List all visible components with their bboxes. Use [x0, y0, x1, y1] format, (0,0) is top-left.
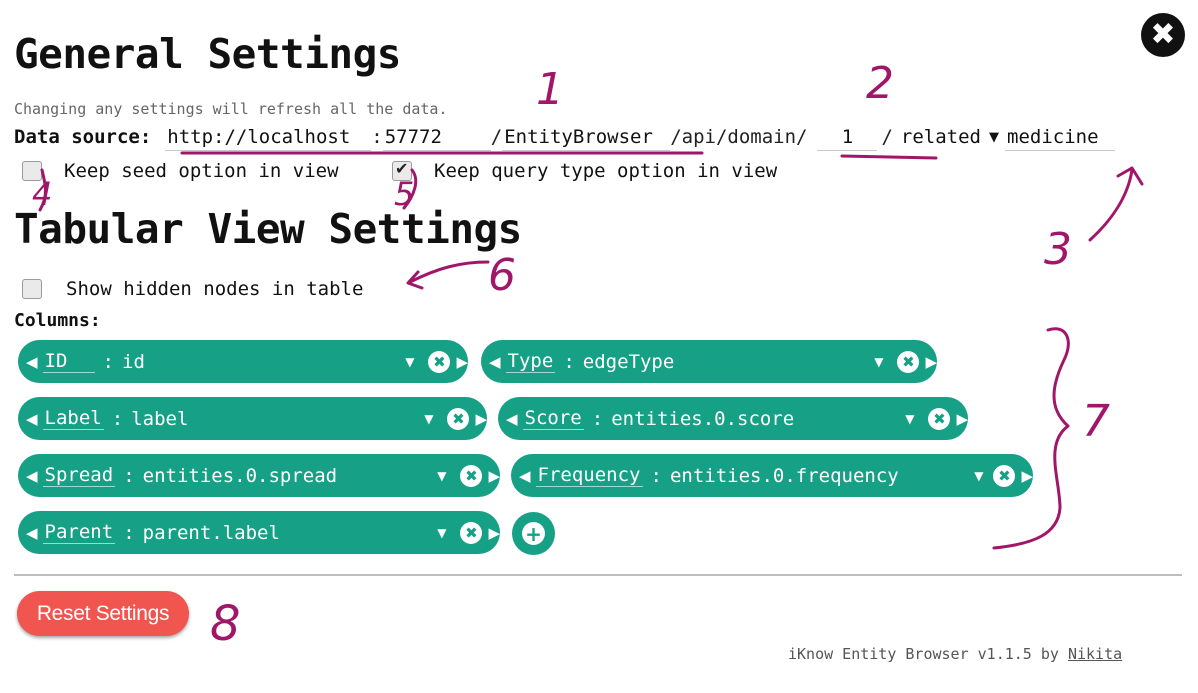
dropdown-icon[interactable]: ▼: [974, 468, 984, 483]
port-prefix: :: [371, 126, 383, 148]
add-column-button[interactable]: +: [512, 512, 555, 555]
dropdown-icon: ▼: [989, 129, 999, 145]
annotation-3: 3: [1044, 224, 1072, 275]
remove-icon[interactable]: ✖: [993, 464, 1016, 487]
annotation-8: 8: [210, 596, 241, 652]
arrow-left-icon[interactable]: ◀: [26, 523, 38, 542]
column-key[interactable]: Type: [505, 350, 556, 373]
domain-id-field[interactable]: 1: [817, 124, 878, 151]
column-separator: :: [123, 521, 135, 544]
annotation-2: 2: [866, 58, 894, 109]
general-settings-title: General Settings: [14, 30, 401, 78]
column-key[interactable]: ID: [42, 350, 95, 373]
column-separator: :: [102, 350, 114, 373]
annotation-1: 1: [536, 64, 564, 115]
column-separator: :: [650, 464, 662, 487]
add-icon: +: [522, 522, 545, 545]
column-separator: :: [123, 464, 135, 487]
column-value[interactable]: parent.label: [142, 521, 280, 544]
column-value[interactable]: id: [122, 350, 145, 373]
column-value[interactable]: entities.0.frequency: [669, 464, 899, 487]
app-path-field[interactable]: EntityBrowser: [502, 124, 671, 151]
arrow-right-icon[interactable]: ▶: [456, 352, 468, 371]
path-prefix: /: [490, 126, 503, 148]
api-path: /api/domain/: [670, 126, 808, 148]
annotation-7: 7: [1082, 396, 1110, 447]
keep-seed-label: Keep seed option in view: [64, 160, 339, 182]
column-separator: :: [591, 407, 604, 430]
column-value[interactable]: entities.0.score: [611, 407, 795, 430]
arrow-right-icon[interactable]: ▶: [488, 523, 500, 542]
remove-icon[interactable]: ✖: [460, 521, 483, 544]
remove-icon[interactable]: ✖: [460, 464, 483, 487]
dropdown-icon[interactable]: ▼: [905, 411, 915, 426]
column-pill-score: ◀ Score : entities.0.score ▼ ✖ ▶: [498, 397, 968, 440]
column-value[interactable]: label: [131, 407, 189, 430]
arrow-left-icon[interactable]: ◀: [489, 352, 501, 371]
show-hidden-label: Show hidden nodes in table: [66, 278, 364, 300]
column-value[interactable]: edgeType: [582, 350, 675, 373]
arrow-left-icon[interactable]: ◀: [506, 409, 518, 428]
column-pill-id: ◀ ID : id ▼ ✖ ▶: [18, 340, 468, 383]
divider: [14, 574, 1182, 576]
annotation-4: 4: [32, 175, 53, 213]
data-source-label: Data source:: [14, 126, 152, 148]
port-field[interactable]: 57772: [382, 124, 491, 151]
author-link[interactable]: Nikita: [1067, 645, 1123, 663]
column-key[interactable]: Frequency: [535, 464, 643, 487]
arrow-left-icon[interactable]: ◀: [26, 409, 38, 428]
footer: iKnow Entity Browser v1.1.5 by Nikita: [788, 645, 1122, 663]
arrow-left-icon[interactable]: ◀: [26, 466, 38, 485]
keep-query-option[interactable]: Keep query type option in view: [392, 159, 778, 182]
keep-query-label: Keep query type option in view: [434, 160, 778, 182]
arrow-left-icon[interactable]: ◀: [519, 466, 531, 485]
column-pill-label: ◀ Label : label ▼ ✖ ▶: [18, 397, 487, 440]
show-hidden-option[interactable]: Show hidden nodes in table: [22, 278, 363, 300]
column-pill-type: ◀ Type : edgeType ▼ ✖ ▶: [481, 340, 937, 383]
column-key[interactable]: Spread: [42, 464, 116, 487]
column-key[interactable]: Score: [522, 407, 584, 430]
arrow-right-icon[interactable]: ▶: [925, 352, 937, 371]
column-key[interactable]: Parent: [42, 521, 116, 544]
refresh-hint: Changing any settings will refresh all t…: [14, 100, 448, 118]
column-pill-parent: ◀ Parent : parent.label ▼ ✖ ▶: [18, 511, 500, 554]
arrow-right-icon[interactable]: ▶: [1021, 466, 1033, 485]
column-separator: :: [111, 407, 124, 430]
dropdown-icon[interactable]: ▼: [874, 354, 884, 369]
arrow-right-icon[interactable]: ▶: [956, 409, 968, 428]
data-source-row: Data source: http://localhost : 57772 / …: [14, 122, 1115, 152]
dropdown-icon[interactable]: ▼: [424, 411, 434, 426]
reset-settings-button[interactable]: Reset Settings: [17, 591, 189, 636]
column-key[interactable]: Label: [42, 407, 104, 430]
column-separator: :: [563, 350, 575, 373]
column-value[interactable]: entities.0.spread: [142, 464, 338, 487]
dropdown-icon[interactable]: ▼: [437, 468, 447, 483]
tabular-settings-title: Tabular View Settings: [14, 205, 522, 253]
remove-icon[interactable]: ✖: [897, 350, 920, 373]
host-field[interactable]: http://localhost: [165, 124, 372, 151]
remove-icon[interactable]: ✖: [428, 350, 451, 373]
column-pill-spread: ◀ Spread : entities.0.spread ▼ ✖ ▶: [18, 454, 500, 497]
checkbox-icon[interactable]: [22, 279, 42, 299]
query-type-select[interactable]: related ▼: [901, 126, 999, 148]
close-icon[interactable]: ✖: [1141, 13, 1185, 57]
seed-field[interactable]: medicine: [1005, 124, 1115, 151]
slash: /: [881, 126, 893, 148]
annotation-6: 6: [488, 250, 516, 301]
arrow-left-icon[interactable]: ◀: [26, 352, 38, 371]
annotation-5: 5: [394, 175, 415, 213]
remove-icon[interactable]: ✖: [447, 407, 470, 430]
query-type-value: related: [900, 126, 981, 148]
arrow-right-icon[interactable]: ▶: [488, 466, 500, 485]
remove-icon[interactable]: ✖: [928, 407, 951, 430]
keep-seed-option[interactable]: Keep seed option in view: [22, 160, 339, 182]
dropdown-icon[interactable]: ▼: [405, 354, 415, 369]
columns-label: Columns:: [14, 310, 101, 331]
column-pill-frequency: ◀ Frequency : entities.0.frequency ▼ ✖ ▶: [511, 454, 1033, 497]
dropdown-icon[interactable]: ▼: [437, 525, 447, 540]
footer-text: iKnow Entity Browser v1.1.5 by: [788, 645, 1068, 663]
arrow-right-icon[interactable]: ▶: [475, 409, 487, 428]
